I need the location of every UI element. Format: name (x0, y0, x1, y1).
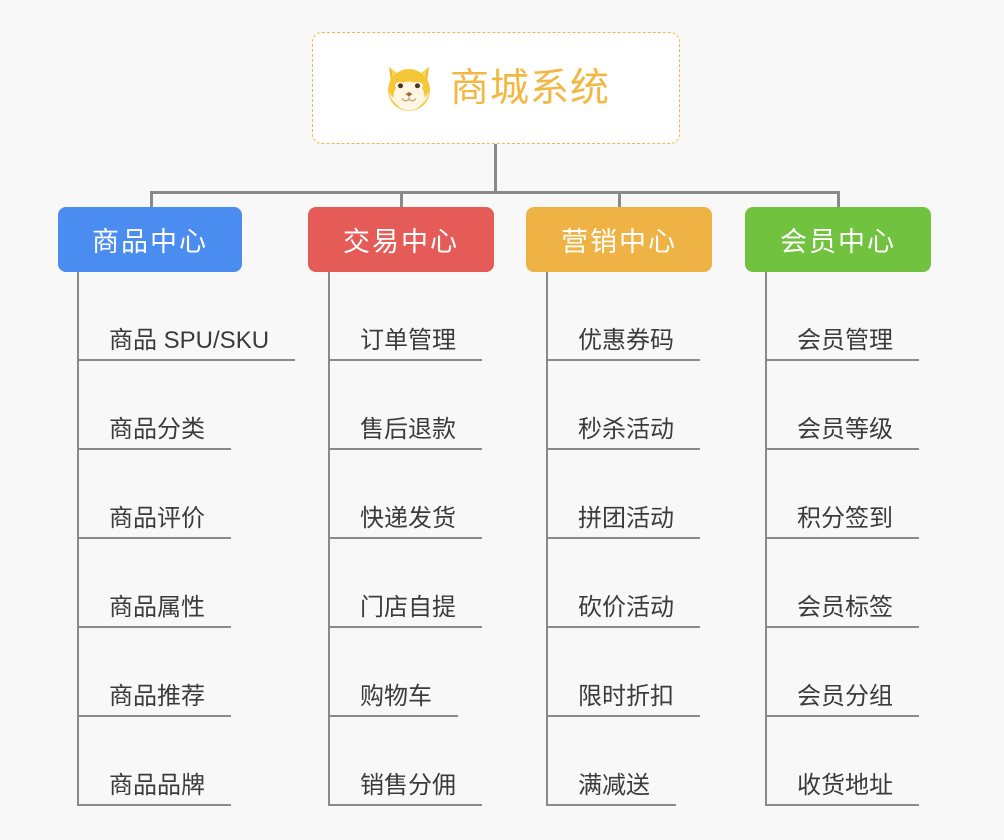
category-box-member-center[interactable]: 会员中心 (745, 207, 931, 272)
leaf-label: 商品品牌 (79, 772, 231, 806)
leaf-item[interactable]: 限时折扣 (548, 628, 712, 717)
branch-product-center: 商品中心 商品 SPU/SKU 商品分类 商品评价 商品属性 商品推荐 商品品牌 (58, 207, 296, 806)
leaf-label: 订单管理 (330, 327, 482, 361)
leaf-label: 收货地址 (767, 772, 919, 806)
leaf-label: 销售分佣 (330, 772, 482, 806)
category-label: 交易中心 (343, 227, 459, 257)
connector-drop-trade-center (400, 191, 403, 208)
leaf-list-product-center: 商品 SPU/SKU 商品分类 商品评价 商品属性 商品推荐 商品品牌 (77, 272, 296, 806)
leaf-label: 砍价活动 (548, 594, 700, 628)
leaf-item[interactable]: 拼团活动 (548, 450, 712, 539)
category-label: 会员中心 (780, 227, 896, 257)
branch-member-center: 会员中心 会员管理 会员等级 积分签到 会员标签 会员分组 收货地址 (745, 207, 931, 806)
leaf-item[interactable]: 商品 SPU/SKU (79, 272, 296, 361)
leaf-label: 商品属性 (79, 594, 231, 628)
leaf-label: 会员等级 (767, 416, 919, 450)
leaf-item[interactable]: 商品分类 (79, 361, 295, 450)
leaf-label: 快递发货 (330, 505, 482, 539)
leaf-item[interactable]: 砍价活动 (548, 539, 712, 628)
leaf-item[interactable]: 会员标签 (767, 539, 931, 628)
leaf-label: 商品 SPU/SKU (79, 327, 296, 361)
root-title: 商城系统 (449, 66, 610, 110)
leaf-label: 会员分组 (767, 683, 919, 717)
leaf-item[interactable]: 商品品牌 (79, 717, 295, 806)
category-label: 营销中心 (561, 227, 677, 257)
leaf-label: 积分签到 (767, 505, 919, 539)
leaf-list-member-center: 会员管理 会员等级 积分签到 会员标签 会员分组 收货地址 (765, 272, 931, 806)
leaf-label: 满减送 (548, 772, 676, 806)
connector-horizontal-bus (150, 191, 840, 194)
leaf-label: 门店自提 (330, 594, 482, 628)
leaf-label: 优惠券码 (548, 327, 700, 361)
connector-drop-member-center (837, 191, 840, 208)
leaf-item[interactable]: 商品推荐 (79, 628, 295, 717)
leaf-item[interactable]: 销售分佣 (330, 717, 494, 806)
leaf-label: 拼团活动 (548, 505, 700, 539)
leaf-label: 商品评价 (79, 505, 231, 539)
leaf-item[interactable]: 售后退款 (330, 361, 494, 450)
leaf-item[interactable]: 订单管理 (330, 272, 494, 361)
category-box-product-center[interactable]: 商品中心 (58, 207, 242, 272)
leaf-label: 购物车 (330, 683, 458, 717)
leaf-item[interactable]: 门店自提 (330, 539, 494, 628)
leaf-label: 会员管理 (767, 327, 919, 361)
leaf-item[interactable]: 商品属性 (79, 539, 295, 628)
leaf-item[interactable]: 优惠券码 (548, 272, 712, 361)
category-label: 商品中心 (92, 227, 208, 257)
branch-trade-center: 交易中心 订单管理 售后退款 快递发货 门店自提 购物车 销售分佣 (308, 207, 494, 806)
leaf-list-marketing-center: 优惠券码 秒杀活动 拼团活动 砍价活动 限时折扣 满减送 (546, 272, 712, 806)
leaf-label: 商品推荐 (79, 683, 231, 717)
connector-drop-marketing-center (618, 191, 621, 208)
leaf-label: 会员标签 (767, 594, 919, 628)
leaf-item[interactable]: 秒杀活动 (548, 361, 712, 450)
leaf-item[interactable]: 满减送 (548, 717, 712, 806)
leaf-item[interactable]: 商品评价 (79, 450, 295, 539)
leaf-item[interactable]: 快递发货 (330, 450, 494, 539)
leaf-label: 商品分类 (79, 416, 231, 450)
branch-marketing-center: 营销中心 优惠券码 秒杀活动 拼团活动 砍价活动 限时折扣 满减送 (526, 207, 712, 806)
leaf-item[interactable]: 收货地址 (767, 717, 931, 806)
shiba-dog-face-icon (382, 61, 436, 115)
connector-drop-product-center (150, 191, 153, 208)
leaf-item[interactable]: 会员分组 (767, 628, 931, 717)
connector-root-stem (494, 144, 497, 193)
leaf-list-trade-center: 订单管理 售后退款 快递发货 门店自提 购物车 销售分佣 (328, 272, 494, 806)
leaf-label: 售后退款 (330, 416, 482, 450)
root-node[interactable]: 商城系统 (312, 32, 680, 144)
category-box-trade-center[interactable]: 交易中心 (308, 207, 494, 272)
leaf-item[interactable]: 积分签到 (767, 450, 931, 539)
leaf-label: 限时折扣 (548, 683, 700, 717)
leaf-label: 秒杀活动 (548, 416, 700, 450)
leaf-item[interactable]: 会员等级 (767, 361, 931, 450)
leaf-item[interactable]: 会员管理 (767, 272, 931, 361)
leaf-item[interactable]: 购物车 (330, 628, 494, 717)
category-box-marketing-center[interactable]: 营销中心 (526, 207, 712, 272)
